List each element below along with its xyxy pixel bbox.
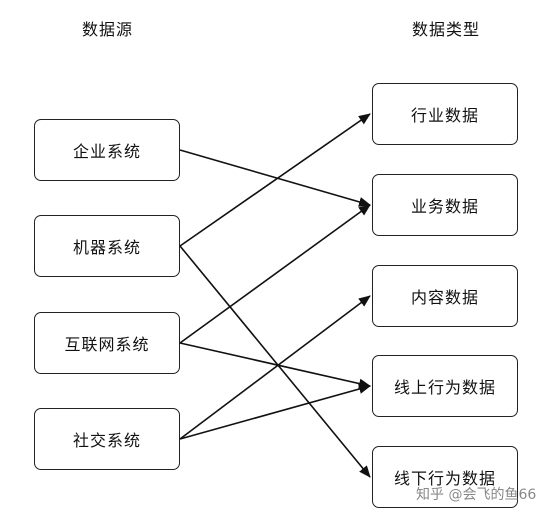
link-arrow-3	[179, 204, 371, 344]
link-arrow-4	[179, 342, 371, 389]
type-box-online-behavior: 线上行为数据	[372, 355, 518, 417]
link-arrow-6	[179, 384, 371, 440]
type-box-offline-behavior: 线下行为数据	[372, 446, 518, 508]
link-arrow-0	[179, 149, 371, 207]
link-arrow-2	[179, 245, 371, 478]
sources-header: 数据源	[82, 20, 134, 39]
type-box-industry: 行业数据	[372, 83, 518, 145]
source-box-social: 社交系统	[34, 408, 180, 470]
type-box-business: 业务数据	[372, 174, 518, 236]
type-box-content: 内容数据	[372, 265, 518, 327]
types-header: 数据类型	[412, 20, 481, 39]
source-box-machine: 机器系统	[34, 215, 180, 277]
source-box-enterprise: 企业系统	[34, 119, 180, 181]
source-box-internet: 互联网系统	[34, 312, 180, 374]
link-arrow-1	[179, 113, 371, 247]
link-arrow-5	[179, 295, 371, 440]
watermark-text: 知乎 @会飞的鱼66	[416, 487, 537, 503]
